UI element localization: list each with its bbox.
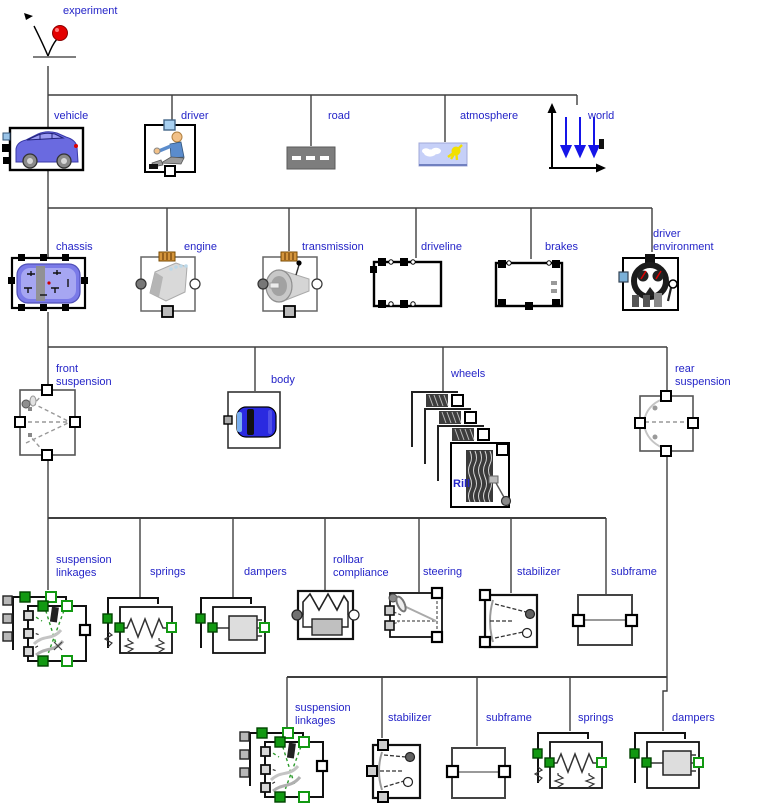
stabilizer-icon-front[interactable]: [478, 588, 539, 649]
node-label-front-suspension: front suspension: [56, 363, 112, 388]
node-label-stabilizer-rear: stabilizer: [388, 712, 432, 724]
subframe-icon-rear[interactable]: [445, 747, 512, 799]
rollbar-compliance-icon[interactable]: [291, 589, 360, 641]
node-label-transmission: transmission: [302, 241, 364, 253]
node-label-brakes: brakes: [545, 241, 579, 253]
node-label-rear-suspension: rear suspension: [675, 363, 731, 388]
road-icon[interactable]: [286, 146, 336, 170]
car-side-icon[interactable]: [2, 126, 85, 172]
steering-icon[interactable]: [384, 586, 444, 644]
transmission-icon[interactable]: [257, 251, 323, 318]
node-label-steering: steering: [423, 566, 463, 578]
bouncing-ball-icon[interactable]: [24, 13, 76, 58]
world-gravity-icon[interactable]: [547, 103, 607, 173]
node-label-vehicle: vehicle: [54, 110, 89, 122]
node-label-experiment: experiment: [63, 5, 118, 17]
suspension-linkages-icon-rear[interactable]: [239, 727, 329, 803]
node-label-suspension-linkages-front: suspension linkages: [56, 554, 112, 579]
tire-model-text: Rill: [453, 478, 470, 490]
node-label-subframe-front: subframe: [611, 566, 657, 578]
front-suspension-icon[interactable]: [14, 384, 81, 461]
wheels-icon[interactable]: Rill: [411, 391, 512, 508]
rear-suspension-icon[interactable]: [634, 390, 699, 457]
node-label-suspension-linkages-rear: suspension linkages: [295, 702, 351, 727]
engine-icon[interactable]: [135, 251, 201, 318]
node-label-road: road: [328, 110, 351, 122]
node-label-wheels: wheels: [451, 368, 486, 380]
brakes-icon[interactable]: [494, 260, 564, 310]
node-label-body: body: [271, 374, 295, 386]
node-label-rollbar-compliance: rollbar compliance: [333, 554, 389, 579]
node-label-stabilizer-front: stabilizer: [517, 566, 561, 578]
springs-icon-rear[interactable]: [532, 732, 607, 789]
suspension-linkages-icon-front[interactable]: [2, 591, 92, 667]
springs-icon-front[interactable]: [102, 597, 177, 654]
dampers-icon-front[interactable]: [195, 597, 270, 654]
node-label-engine: engine: [184, 241, 218, 253]
node-label-driveline: driveline: [421, 241, 462, 253]
node-label-chassis: chassis: [56, 241, 93, 253]
subframe-icon-front[interactable]: [571, 594, 639, 646]
driver-icon[interactable]: [144, 119, 196, 177]
node-label-springs-rear: springs: [578, 712, 614, 724]
chassis-icon[interactable]: [8, 254, 88, 311]
node-label-dampers-rear: dampers: [672, 712, 715, 724]
node-label-driver: driver: [181, 110, 209, 122]
node-label-atmosphere: atmosphere: [460, 110, 519, 122]
atmosphere-icon[interactable]: [418, 142, 468, 167]
node-label-subframe-rear: subframe: [486, 712, 532, 724]
node-label-dampers-front: dampers: [244, 566, 287, 578]
node-label-springs-front: springs: [150, 566, 186, 578]
driver-environment-icon[interactable]: [618, 254, 679, 311]
tree-connector-lines: [47, 66, 668, 746]
node-label-driver-environment: driver environment: [653, 228, 714, 253]
stabilizer-icon-rear[interactable]: [366, 739, 422, 803]
body-icon[interactable]: [223, 391, 281, 449]
node-label-world: world: [588, 110, 615, 122]
driveline-icon[interactable]: [370, 258, 443, 308]
dampers-icon-rear[interactable]: [629, 732, 704, 789]
